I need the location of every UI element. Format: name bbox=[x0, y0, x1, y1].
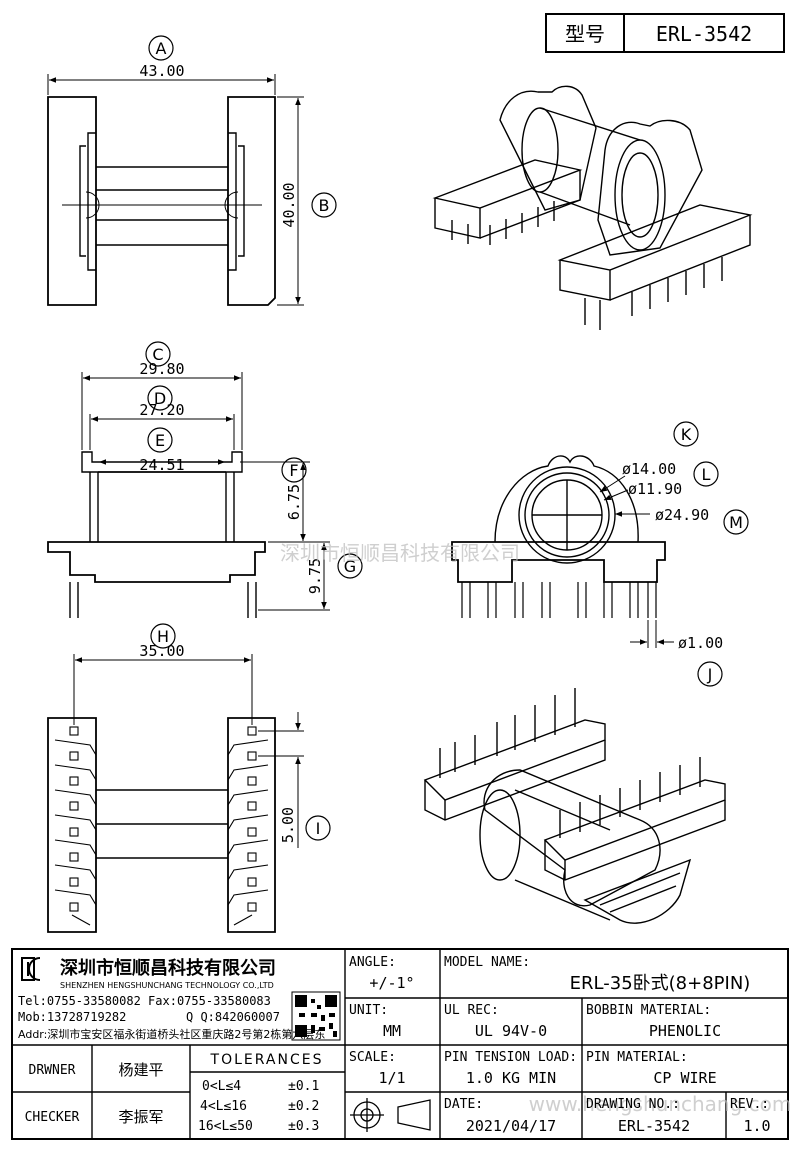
model-label: 型号 bbox=[565, 22, 605, 46]
dim-l: ø11.90 bbox=[628, 480, 682, 498]
dim-g: 9.75 bbox=[306, 558, 324, 594]
label-e: E bbox=[155, 431, 165, 450]
company-addr: Addr:深圳市宝安区福永街道桥头社区重庆路2号第2栋第六层东 bbox=[18, 1027, 325, 1041]
pin-tension-value: 1.0 KG MIN bbox=[466, 1069, 556, 1087]
model-name-label: MODEL NAME: bbox=[444, 955, 530, 970]
tol-range-2: 4<L≤16 bbox=[200, 1099, 247, 1114]
ul-label: UL REC: bbox=[444, 1003, 499, 1018]
label-b: B bbox=[319, 196, 330, 215]
tolerances-label: TOLERANCES bbox=[210, 1052, 324, 1068]
bottom-view bbox=[47, 623, 331, 933]
company-logo bbox=[21, 957, 41, 981]
dim-e: 24.51 bbox=[139, 456, 184, 474]
tol-range-3: 16<L≤50 bbox=[198, 1119, 253, 1134]
company-mob: Mob:13728719282 bbox=[18, 1010, 126, 1024]
model-value: ERL-3542 bbox=[656, 22, 752, 46]
tol-range-1: 0<L≤4 bbox=[202, 1079, 241, 1094]
watermark-cn: 深圳市恒顺昌科技有限公司 bbox=[280, 541, 520, 565]
label-g: G bbox=[344, 557, 356, 576]
checker-value: 李振军 bbox=[118, 1108, 163, 1126]
dim-h: 35.00 bbox=[139, 642, 184, 660]
rev-label: REV.: bbox=[730, 1097, 769, 1112]
angle-label: ANGLE: bbox=[349, 955, 396, 970]
dim-b: 40.00 bbox=[280, 182, 298, 227]
dim-i: 5.00 bbox=[279, 807, 297, 843]
date-label: DATE: bbox=[444, 1097, 483, 1112]
watermark-url: www.hengshunchang.com bbox=[529, 1092, 792, 1116]
unit-value: MM bbox=[383, 1022, 401, 1040]
company-tel: Tel:0755-33580082 Fax:0755-33580083 bbox=[18, 994, 271, 1008]
label-a: A bbox=[156, 39, 167, 58]
label-j: J bbox=[707, 665, 713, 684]
tol-value-1: ±0.1 bbox=[288, 1079, 319, 1094]
isometric-view-2 bbox=[423, 688, 726, 924]
label-m: M bbox=[729, 513, 743, 532]
drawing-no-label: DRAWING NO.: bbox=[586, 1097, 680, 1112]
scale-value: 1/1 bbox=[378, 1069, 405, 1087]
side-view bbox=[451, 421, 749, 687]
pin-tension-label: PIN TENSION LOAD: bbox=[444, 1050, 577, 1065]
title-block-frame bbox=[11, 948, 789, 1140]
tol-value-2: ±0.2 bbox=[288, 1099, 319, 1114]
drwner-label: DRWNER bbox=[29, 1063, 76, 1078]
label-i: I bbox=[316, 819, 321, 838]
qr-code bbox=[291, 991, 341, 1041]
label-h: H bbox=[157, 627, 169, 646]
checker-label: CHECKER bbox=[25, 1110, 80, 1125]
isometric-view-1 bbox=[432, 85, 753, 330]
label-l: L bbox=[702, 465, 711, 484]
dim-f: 6.75 bbox=[285, 484, 303, 520]
label-d: D bbox=[154, 389, 166, 408]
ul-value: UL 94V-0 bbox=[475, 1022, 547, 1040]
projection-symbol bbox=[350, 1098, 431, 1132]
label-k: K bbox=[681, 425, 692, 444]
unit-label: UNIT: bbox=[349, 1003, 388, 1018]
dim-pin: ø1.00 bbox=[678, 634, 723, 652]
dim-a: 43.00 bbox=[139, 62, 184, 80]
dim-k: ø14.00 bbox=[622, 460, 676, 478]
dim-d: 27.20 bbox=[139, 401, 184, 419]
model-name-value: ERL-35卧式(8+8PIN) bbox=[570, 973, 751, 994]
date-value: 2021/04/17 bbox=[466, 1117, 556, 1135]
company-name-cn: 深圳市恒顺昌科技有限公司 bbox=[60, 957, 276, 979]
dim-m: ø24.90 bbox=[655, 506, 709, 524]
company-qq: Q Q:842060007 bbox=[186, 1010, 280, 1024]
drwner-value: 杨建平 bbox=[118, 1061, 163, 1079]
bobbin-label: BOBBIN MATERIAL: bbox=[586, 1003, 711, 1018]
angle-value: +/-1° bbox=[369, 974, 414, 992]
tol-value-3: ±0.3 bbox=[288, 1119, 319, 1134]
drawing-no-value: ERL-3542 bbox=[618, 1117, 690, 1135]
label-f: F bbox=[289, 461, 298, 480]
pin-material-value: CP WIRE bbox=[653, 1069, 716, 1087]
model-header bbox=[545, 13, 785, 53]
bobbin-value: PHENOLIC bbox=[649, 1022, 721, 1040]
rev-value: 1.0 bbox=[743, 1117, 770, 1135]
dim-c: 29.80 bbox=[139, 360, 184, 378]
company-name-en: SHENZHEN HENGSHUNCHANG TECHNOLOGY CO.,LT… bbox=[60, 981, 274, 990]
label-c: C bbox=[152, 345, 163, 364]
front-view bbox=[47, 341, 363, 618]
pin-material-label: PIN MATERIAL: bbox=[586, 1050, 688, 1065]
scale-label: SCALE: bbox=[349, 1050, 396, 1065]
top-view bbox=[47, 35, 337, 306]
